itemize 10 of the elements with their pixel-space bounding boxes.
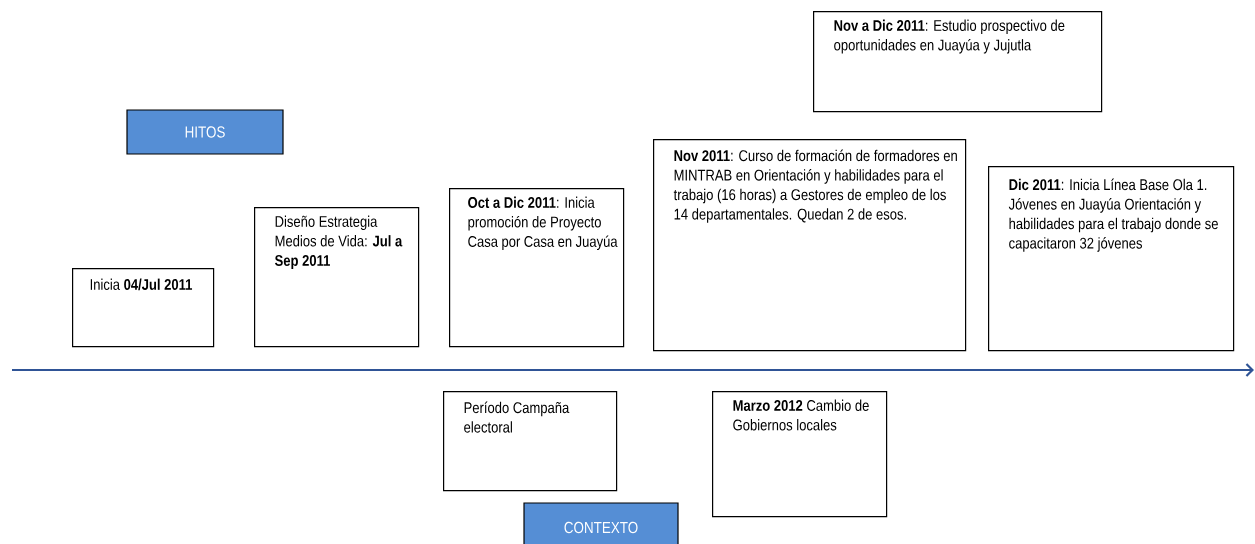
event-box: Dic 2011: Inicia Línea Base Ola 1. Jóvenes en Juayúa Orientación y habilidades para el trabajo donde se capacitaron 32 jóvenes [988,166,1235,352]
event-box: Diseño Estrategia Medios de Vida: Jul a Sep 2011 [254,207,420,348]
event-box: Inicia 04/Jul 2011 [72,268,215,348]
event-box: Nov 2011: Curso de formación de formadores en MINTRAB en Orientación y habilidades para el trabajo (16 horas) a Gestores de empleo de los 14 departamentales. Quedan 2 de esos. [653,139,967,352]
event-box: Nov a Dic 2011: Estudio prospectivo de oportunidades en Juayúa y Jujutla [813,11,1103,113]
section-label: HITOS [126,109,284,155]
event-box: Período Campaña electoral [443,391,618,492]
event-box: Oct a Dic 2011: Inicia promoción de Proyecto Casa por Casa en Juayúa [449,188,625,348]
event-box: Marzo 2012 Cambio de Gobiernos locales [712,391,888,518]
section-label: CONTEXTO [523,502,679,544]
